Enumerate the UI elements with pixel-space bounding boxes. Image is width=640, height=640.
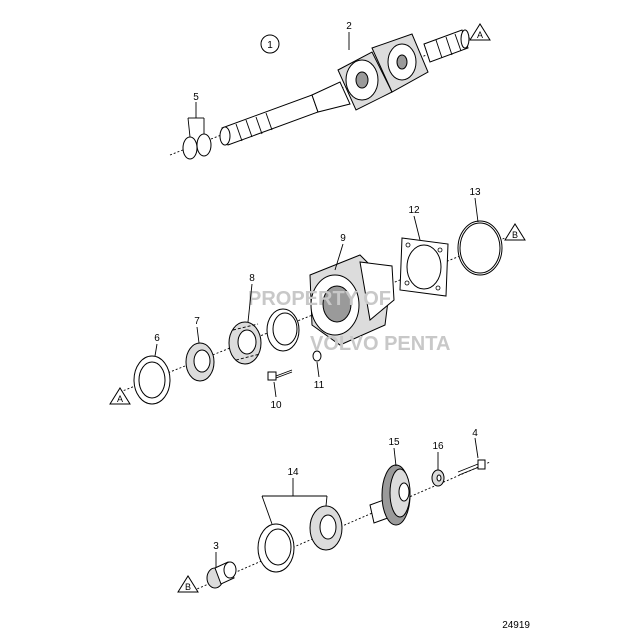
svg-text:1: 1 [267,40,273,51]
drive-gear [369,464,411,526]
callout-12: 12 [408,205,420,216]
connector-a-bottom: A [109,387,131,405]
callout-5: 5 [193,92,199,103]
tapered-roller-bearing [228,321,262,365]
callout-7: 7 [194,316,200,327]
washer [312,350,322,362]
callout-8: 8 [249,273,255,284]
callout-4: 4 [472,428,478,439]
connector-b-bottom: B [177,575,199,593]
figure-number: 24919 [502,620,530,631]
svg-text:B: B [512,230,518,240]
svg-text:B: B [185,582,191,592]
bearing-housing-assembly [119,220,521,405]
callout-6: 6 [154,333,160,344]
bearing-housing [309,254,395,346]
housing-bolt [267,369,293,381]
callout-labels: 2 3 4 5 6 7 8 9 10 11 12 13 14 15 16 [154,21,481,552]
callout-14: 14 [287,467,299,478]
connector-b-top: B [504,223,526,241]
callout-2: 2 [346,21,352,32]
o-ring-pair [182,102,212,160]
svg-text:A: A [477,30,483,40]
watermark: PROPERTY OF VOLVO PENTA [248,288,450,355]
gasket-plate [399,237,449,297]
callout-11: 11 [314,380,325,391]
gear-assembly [189,459,491,593]
callout-3: 3 [213,541,219,552]
gear-roller-bearing [309,505,343,551]
group-marker: 1 [260,34,280,54]
drive-shaft-assembly [169,29,471,156]
callout-16: 16 [432,441,444,452]
connector-a-top: A [469,23,491,41]
callout-13: 13 [469,187,481,198]
leader-lines [154,32,479,568]
svg-text:PROPERTY OF: PROPERTY OF [248,288,391,310]
sleeve [206,561,237,589]
svg-text:A: A [117,394,123,404]
callout-10: 10 [270,400,282,411]
callout-15: 15 [388,437,400,448]
svg-text:VOLVO PENTA: VOLVO PENTA [310,333,450,355]
gear-bolt [457,459,486,476]
callout-9: 9 [340,233,346,244]
